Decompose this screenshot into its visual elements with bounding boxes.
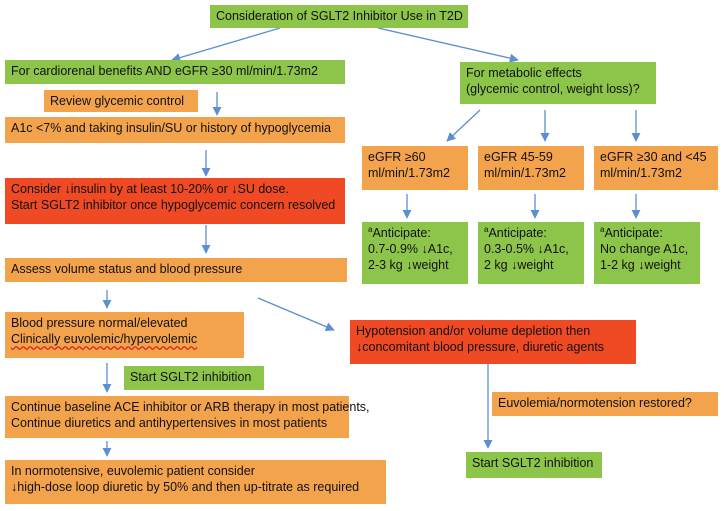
start-sglt2-left-node: Start SGLT2 inhibition — [124, 366, 264, 390]
cardiorenal-node: For cardiorenal benefits AND eGFR ≥30 ml… — [5, 60, 345, 84]
egfr-30-line-2: ml/min/1.73m2 — [600, 166, 682, 180]
start-sglt2-right-node: Start SGLT2 inhibition — [466, 452, 602, 478]
anticipate-30-label: Anticipate: — [604, 226, 663, 240]
egfr-30-line-1: eGFR ≥30 and <45 — [600, 150, 707, 164]
continue-line-2: Continue diuretics and antihypertensives… — [11, 416, 328, 430]
start-right-text: Start SGLT2 inhibition — [472, 456, 594, 470]
arrow-metabolic-to-egfr60 — [446, 109, 481, 142]
metabolic-node: For metabolic effects (glycemic control,… — [460, 62, 656, 104]
metabolic-line-1: For metabolic effects — [466, 66, 582, 80]
anticipate-60-label: Anticipate: — [372, 226, 431, 240]
egfr-60-line-1: eGFR ≥60 — [368, 150, 426, 164]
anticipate-30-node: aAnticipate: No change A1c, 1-2 kg ↓weig… — [594, 222, 700, 284]
anticipate-45-line-2: 0.3-0.5% ↓A1c, — [484, 242, 569, 256]
egfr-30-node: eGFR ≥30 and <45 ml/min/1.73m2 — [594, 146, 718, 190]
anticipate-60-line-2: 0.7-0.9% ↓A1c, — [368, 242, 453, 256]
anticipate-60-node: aAnticipate: 0.7-0.9% ↓A1c, 2-3 kg ↓weig… — [362, 222, 468, 284]
a1c-text: A1c <7% and taking insulin/SU or history… — [11, 121, 331, 135]
egfr-60-node: eGFR ≥60 ml/min/1.73m2 — [362, 146, 468, 190]
normotensive-line-2: ↓high-dose loop diuretic by 50% and then… — [11, 480, 360, 494]
anticipate-45-label: Anticipate: — [488, 226, 547, 240]
egfr-45-line-2: ml/min/1.73m2 — [484, 166, 566, 180]
anticipate-45-node: aAnticipate: 0.3-0.5% ↓A1c, 2 kg ↓weight — [478, 222, 584, 284]
metabolic-line-2: (glycemic control, weight loss)? — [466, 82, 640, 96]
anticipate-60-sup: a — [368, 224, 373, 234]
bp-status-node: Blood pressure normal/elevated Clinicall… — [5, 312, 244, 358]
normotensive-line-1: In normotensive, euvolemic patient consi… — [11, 464, 255, 478]
title-text: Consideration of SGLT2 Inhibitor Use in … — [216, 9, 463, 23]
title-node: Consideration of SGLT2 Inhibitor Use in … — [210, 5, 468, 28]
consider-line-1: Consider ↓insulin by at least 10-20% or … — [11, 182, 289, 196]
anticipate-45-line-1: aAnticipate: — [484, 225, 578, 241]
anticipate-45-line-3: 2 kg ↓weight — [484, 258, 554, 272]
euvolemia-text: Euvolemia/normotension restored? — [498, 396, 692, 410]
continue-therapy-node: Continue baseline ACE inhibitor or ARB t… — [5, 396, 370, 438]
start-left-text: Start SGLT2 inhibition — [130, 370, 252, 384]
review-glycemic-node: Review glycemic control — [44, 90, 198, 112]
anticipate-30-sup: a — [600, 224, 605, 234]
continue-line-1: Continue baseline ACE inhibitor or ARB t… — [11, 400, 370, 414]
anticipate-30-line-3: 1-2 kg ↓weight — [600, 258, 681, 272]
anticipate-30-line-2: No change A1c, — [600, 242, 689, 256]
normotensive-node: In normotensive, euvolemic patient consi… — [5, 460, 386, 504]
a1c-node: A1c <7% and taking insulin/SU or history… — [5, 117, 345, 143]
anticipate-60-line-3: 2-3 kg ↓weight — [368, 258, 449, 272]
euvolemia-node: Euvolemia/normotension restored? — [492, 392, 718, 416]
consider-insulin-node: Consider ↓insulin by at least 10-20% or … — [5, 178, 345, 224]
bp-line-1: Blood pressure normal/elevated — [11, 316, 188, 330]
arrow-title-to-metabolic — [377, 27, 519, 63]
hypotension-line-2: ↓concomitant blood pressure, diuretic ag… — [356, 340, 605, 354]
egfr-45-line-1: eGFR 45-59 — [484, 150, 553, 164]
consider-line-2: Start SGLT2 inhibitor once hypoglycemic … — [11, 198, 336, 212]
arrow-assess-to-hypotension — [257, 297, 335, 332]
assess-text: Assess volume status and blood pressure — [11, 262, 243, 276]
assess-volume-node: Assess volume status and blood pressure — [5, 258, 347, 282]
arrow-title-to-cardiorenal — [171, 27, 281, 63]
anticipate-30-line-1: aAnticipate: — [600, 225, 694, 241]
hypotension-line-1: Hypotension and/or volume depletion then — [356, 324, 591, 338]
review-text: Review glycemic control — [50, 94, 185, 108]
anticipate-45-sup: a — [484, 224, 489, 234]
cardiorenal-text: For cardiorenal benefits AND eGFR ≥30 ml… — [11, 64, 318, 78]
egfr-60-line-2: ml/min/1.73m2 — [368, 166, 450, 180]
hypotension-node: Hypotension and/or volume depletion then… — [350, 320, 636, 364]
bp-line-2: Clinically euvolemic/hypervolemic — [11, 332, 198, 346]
egfr-45-node: eGFR 45-59 ml/min/1.73m2 — [478, 146, 584, 190]
anticipate-60-line-1: aAnticipate: — [368, 225, 462, 241]
